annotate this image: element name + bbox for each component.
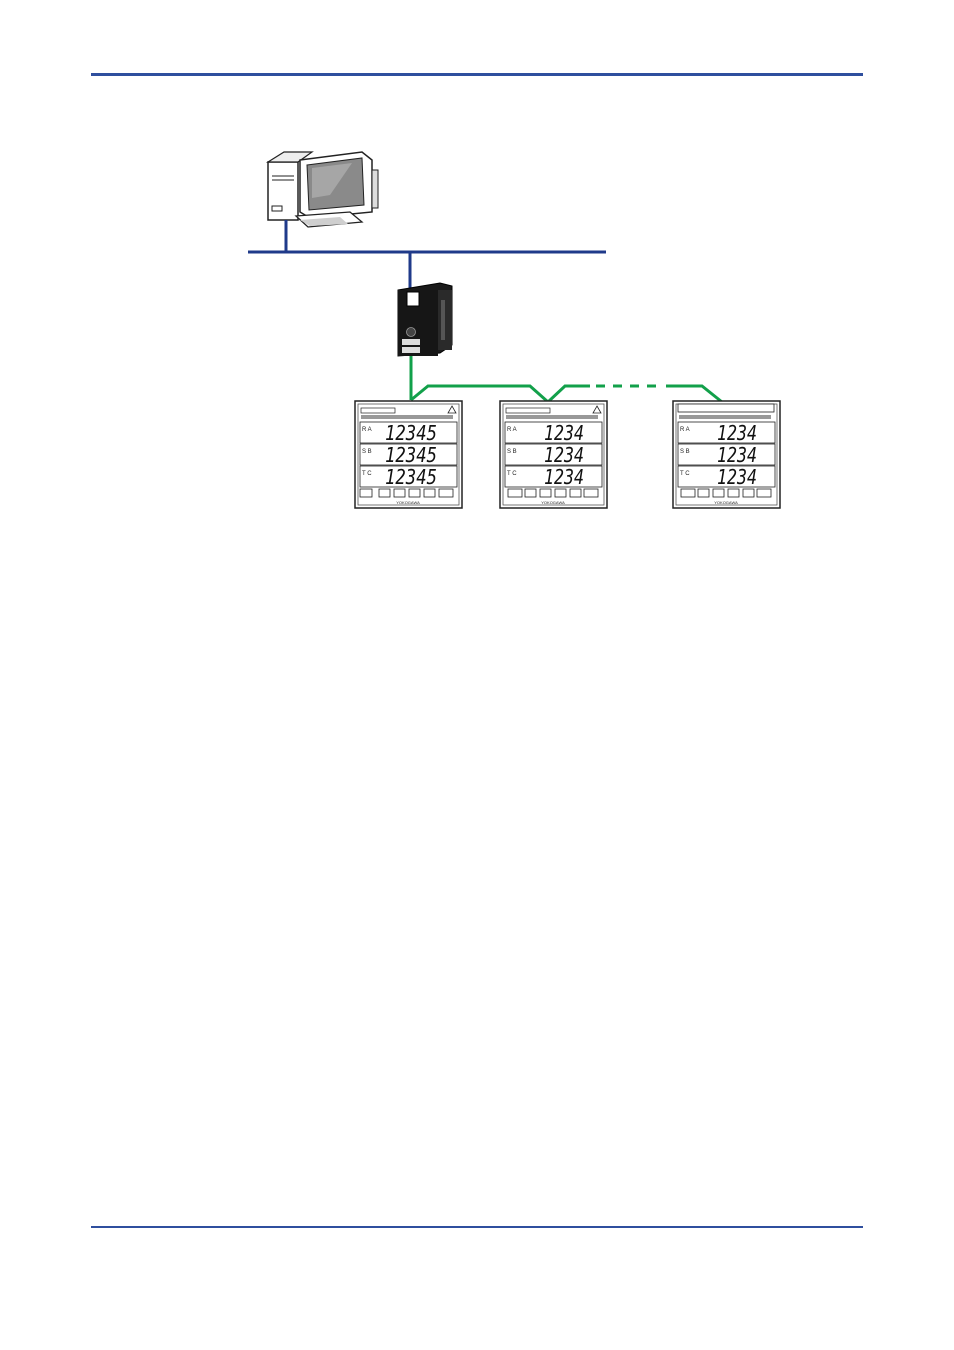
meter-2-brand: YOKOGAWA (541, 500, 565, 505)
svg-text:T C: T C (362, 471, 372, 477)
meter-3-row-2: 1234 (717, 443, 757, 467)
meter-2-row-2: 1234 (544, 443, 584, 467)
svg-text:T C: T C (680, 471, 690, 477)
meter-1-brand: YOKOGAWA (396, 500, 420, 505)
power-meter-3: R A S B T C 1234 1234 1234 YOKOGAWA (673, 401, 780, 508)
rs485-line (411, 356, 722, 402)
svg-text:S B: S B (680, 449, 690, 455)
svg-text:S B: S B (507, 449, 517, 455)
svg-text:R A: R A (680, 427, 690, 433)
meter-3-row-3: 1234 (717, 465, 757, 489)
svg-text:R A: R A (507, 427, 517, 433)
svg-text:T C: T C (507, 471, 517, 477)
meter-2-row-3: 1234 (544, 465, 584, 489)
svg-text:R A: R A (362, 427, 372, 433)
converter-icon (398, 283, 452, 356)
meter-2-row-1: 1234 (544, 421, 584, 445)
meter-1-row-3: 12345 (385, 465, 437, 489)
power-meter-1: R A S B T C 12345 12345 12345 YOKOGAWA (355, 401, 462, 508)
meter-3-row-1: 1234 (717, 421, 757, 445)
computer-icon (268, 152, 378, 227)
footer-rule (91, 1226, 863, 1228)
meter-1-row-1: 12345 (385, 421, 437, 445)
power-meter-2: R A S B T C 1234 1234 1234 YOKOGAWA (500, 401, 607, 508)
meter-3-brand: YOKOGAWA (714, 500, 738, 505)
meter-1-row-2: 12345 (385, 443, 437, 467)
svg-text:S B: S B (362, 449, 372, 455)
